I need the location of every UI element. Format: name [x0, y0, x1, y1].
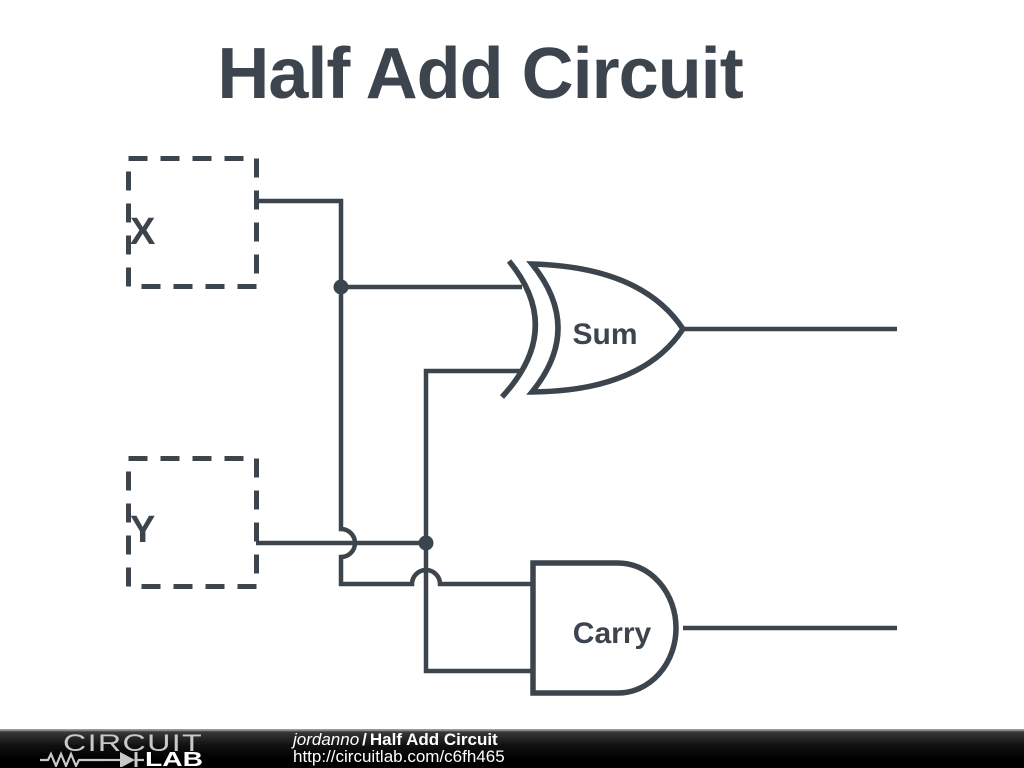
- y-input-box: [126, 456, 259, 589]
- junction-dot-x: [333, 279, 349, 295]
- footer-circuit-title: Half Add Circuit: [369, 730, 498, 749]
- wire-x-net: [256, 198, 533, 587]
- xor-body: [526, 261, 687, 395]
- footer-username: jordanno: [293, 730, 360, 749]
- x-input-box: [126, 156, 259, 289]
- wire-y-net: [423, 368, 533, 674]
- page-title: Half Add Circuit: [217, 34, 743, 114]
- logo-circuit-text: CIRCUIT: [63, 731, 203, 757]
- carry-gate-label: Carry: [573, 617, 652, 650]
- footer-url: http://circuitlab.com/c6fh465: [293, 746, 505, 766]
- circuitlab-logo: CIRCUIT LAB: [40, 731, 203, 767]
- y-input-label: Y: [130, 509, 155, 551]
- xor-input-arc: [499, 259, 539, 399]
- footer-bar: CIRCUIT LAB jordanno/Half Add Circuit ht…: [0, 729, 1024, 768]
- sum-gate-label: Sum: [572, 318, 637, 351]
- footer-attribution: jordanno/Half Add Circuit: [293, 730, 505, 749]
- and-gate: [530, 560, 679, 696]
- logo-lab-text: LAB: [145, 749, 203, 767]
- diode-icon: [120, 752, 135, 767]
- resistor-icon: [40, 751, 104, 767]
- xor-gate: [499, 259, 687, 399]
- footer-info: jordanno/Half Add Circuit http://circuit…: [293, 730, 505, 766]
- x-input-label: X: [130, 211, 156, 253]
- junction-dot-y: [418, 535, 434, 551]
- footer-separator: /: [362, 730, 367, 749]
- circuit-diagram: X Y Sum Carry: [126, 156, 897, 696]
